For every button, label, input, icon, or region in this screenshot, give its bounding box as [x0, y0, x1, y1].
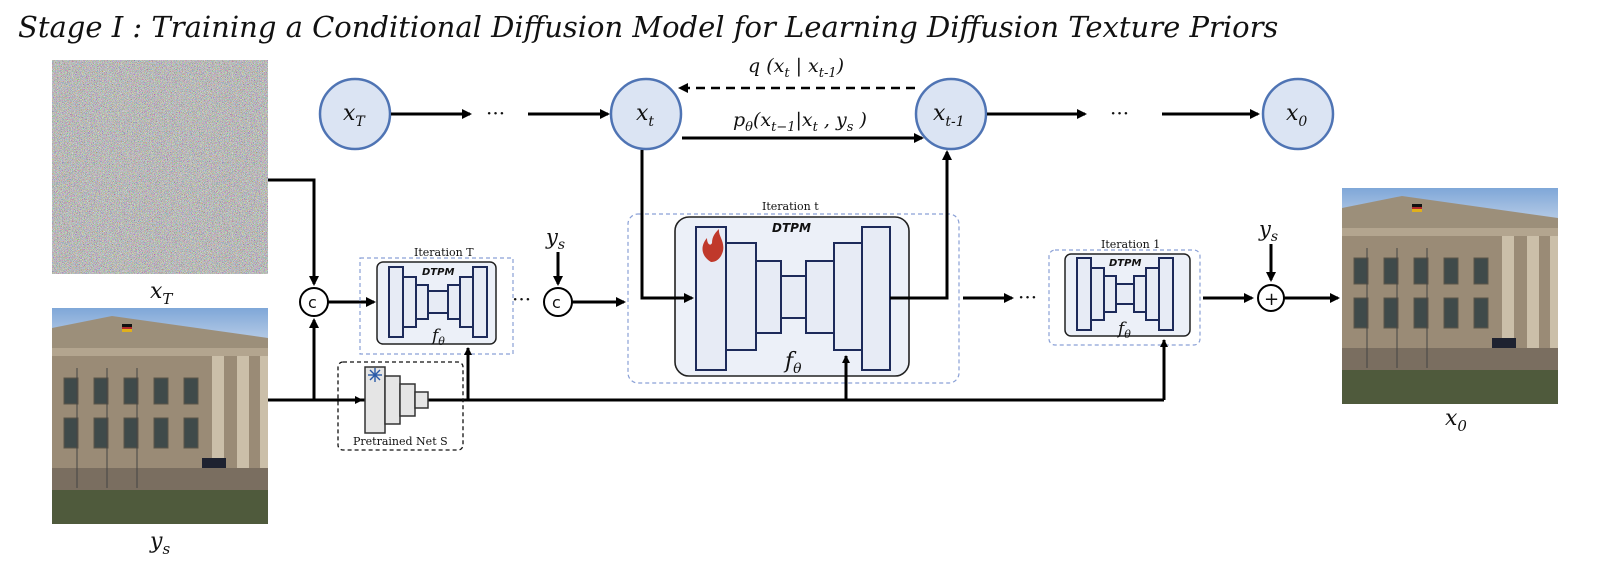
add-node: +	[1257, 284, 1285, 312]
concat-node-2: c	[543, 287, 573, 317]
input-image-label: ys	[149, 529, 170, 558]
chain-node-xt-1: xt-1	[914, 77, 988, 151]
chain-node-x0: x0	[1261, 77, 1335, 151]
chain-node-xt: xt	[609, 77, 683, 151]
ellipsis: ···	[486, 101, 505, 125]
cond-label-2: ys	[1258, 217, 1278, 245]
output-image-label: x0	[1445, 406, 1467, 435]
svg-text:Iteration 1: Iteration 1	[1101, 238, 1160, 251]
svg-text:DTPM: DTPM	[772, 221, 811, 235]
unet-to-xt1-arrow	[890, 150, 952, 300]
noise-image	[52, 60, 268, 274]
ellipsis: ···	[512, 287, 531, 311]
svg-text:c: c	[552, 293, 561, 312]
concat-node-1: c	[299, 287, 329, 317]
svg-text:Iteration t: Iteration t	[762, 200, 819, 213]
iteration-T-block: Iteration T DTPM fθ	[359, 246, 514, 355]
svg-text:Iteration T: Iteration T	[414, 246, 474, 259]
svg-text:c: c	[308, 293, 317, 312]
noise-image-label: xT	[150, 279, 173, 308]
reverse-process-label: pθ(xt−1|xt , ys )	[733, 109, 867, 135]
ellipsis: ···	[1018, 285, 1037, 309]
iteration-t-block: Iteration t DTPM fθ	[627, 200, 960, 384]
ellipsis: ···	[1110, 101, 1129, 125]
xt-to-unet-arrow	[640, 150, 694, 303]
svg-text:DTPM: DTPM	[1109, 258, 1141, 269]
svg-text:+: +	[1264, 289, 1279, 310]
cond-label-1: ys	[545, 225, 565, 253]
page-title: Stage I : Training a Conditional Diffusi…	[18, 10, 1278, 44]
forward-process-label: q (xt | xt-1)	[748, 55, 844, 81]
noise-to-concat-arrow	[268, 178, 319, 286]
pretrained-net-block: Pretrained Net S	[337, 361, 464, 451]
iteration-1-block: Iteration 1 DTPM fθ	[1048, 238, 1201, 346]
input-image	[51, 307, 269, 525]
svg-text:DTPM: DTPM	[422, 267, 454, 278]
svg-text:Pretrained Net S: Pretrained Net S	[353, 435, 448, 448]
flame-icon	[702, 229, 724, 262]
snowflake-icon	[368, 368, 382, 382]
chain-node-xT: xT	[318, 77, 392, 151]
output-image	[1341, 187, 1559, 405]
